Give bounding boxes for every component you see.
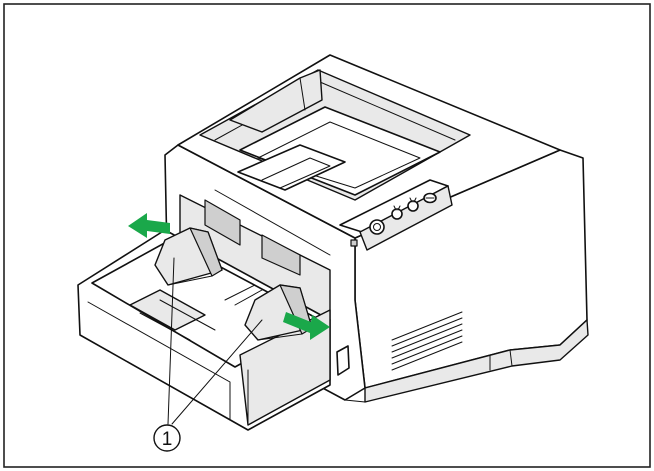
scanner-body bbox=[164, 54, 589, 403]
arrow-left-icon bbox=[128, 213, 170, 238]
left-paper-guide bbox=[154, 227, 223, 286]
ventilation-grille bbox=[391, 311, 463, 371]
callout-1: 1 bbox=[153, 424, 181, 452]
power-button-icon bbox=[369, 219, 385, 235]
scanner-status-icon-2 bbox=[407, 197, 419, 212]
scanner-status-icon-1 bbox=[391, 205, 403, 220]
guide-move-arrows bbox=[128, 213, 330, 340]
arrow-right-icon bbox=[283, 312, 330, 340]
scanner-status-icon-3 bbox=[423, 192, 437, 204]
callout-leaders bbox=[167, 257, 263, 425]
side-port bbox=[336, 345, 350, 376]
control-panel bbox=[350, 192, 437, 247]
callout-1-label: 1 bbox=[162, 429, 173, 450]
